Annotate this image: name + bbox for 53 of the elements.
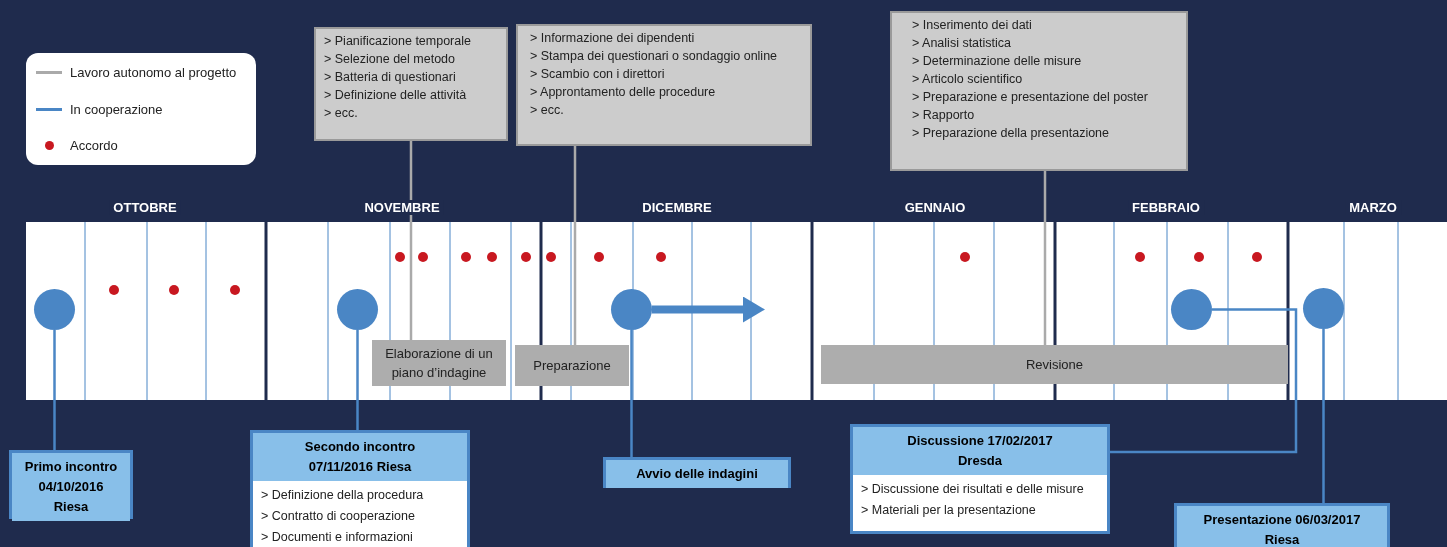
note-item: > ecc. <box>324 106 359 121</box>
note-item: > ecc. <box>530 103 565 118</box>
milestone-card <box>1174 503 1390 547</box>
note-item: > Determinazione delle misure <box>912 54 1083 69</box>
milestone-title: Secondo incontro 07/11/2016 Riesa <box>303 438 417 476</box>
milestone-card <box>250 430 470 547</box>
connector-line <box>1110 308 1298 454</box>
task-note-box <box>890 11 1188 171</box>
connector-line <box>409 141 413 340</box>
note-item: > Definizione delle attività <box>324 88 468 103</box>
connector-line <box>573 146 577 345</box>
note-item: > Articolo scientifico <box>912 72 1024 87</box>
connector-line <box>53 330 56 450</box>
milestone-card <box>603 457 791 488</box>
milestone-card <box>850 424 1110 534</box>
note-item: > Analisi statistica <box>912 36 1012 51</box>
note-item: > Informazione dei dipendenti <box>530 31 696 46</box>
milestone-item: > Contratto di cooperazione <box>261 508 416 525</box>
legend-text: In cooperazione <box>70 101 163 117</box>
note-item: > Approntamento delle procedure <box>530 85 717 100</box>
milestone-title: Avvio delle indagini <box>636 465 758 483</box>
note-item: > Batteria di questionari <box>324 70 457 85</box>
milestone-title: Primo incontro 04/10/2016 Riesa <box>23 458 119 516</box>
note-item: > Selezione del metodo <box>324 52 456 67</box>
phase-bar <box>372 340 506 386</box>
arrow <box>652 296 765 323</box>
task-note-box <box>314 27 508 141</box>
connector-line <box>356 330 359 430</box>
milestone-card <box>9 450 133 519</box>
note-item: > Inserimento dei dati <box>912 18 1033 33</box>
note-item: > Preparazione della presentazione <box>912 126 1110 141</box>
connector-line <box>630 330 633 457</box>
note-item: > Scambio con i direttori <box>530 67 666 82</box>
phase-label: Elaborazione di un piano d’indagine <box>384 345 494 382</box>
connector-line <box>1043 171 1047 345</box>
connector-line <box>1322 329 1325 503</box>
milestone-item: > Materiali per la presentazione <box>861 502 1037 519</box>
milestone-title: Presentazione 06/03/2017 Riesa <box>1202 511 1362 547</box>
phase-label: Revisione <box>1025 356 1084 374</box>
milestone-item: > Discussione dei risultati e delle misure <box>861 481 1085 498</box>
legend-text: Lavoro autonomo al progetto <box>70 65 237 80</box>
note-item: > Preparazione e presentazione del poster <box>912 90 1149 105</box>
note-item: > Rapporto <box>912 108 976 123</box>
legend-text: Accordo <box>70 138 118 153</box>
phase-bar <box>515 345 629 386</box>
phase-bar <box>821 345 1288 384</box>
phase-label: Preparazione <box>533 357 611 375</box>
milestone-item: > Documenti e informazioni <box>261 529 414 546</box>
milestone-title: Discussione 17/02/2017 Dresda <box>906 432 1054 470</box>
milestone-item: > Definizione della procedura <box>261 487 425 504</box>
note-item: > Stampa dei questionari o sondaggio online <box>530 49 779 64</box>
task-note-box <box>516 24 812 146</box>
note-item: > Pianificazione temporale <box>324 34 472 49</box>
